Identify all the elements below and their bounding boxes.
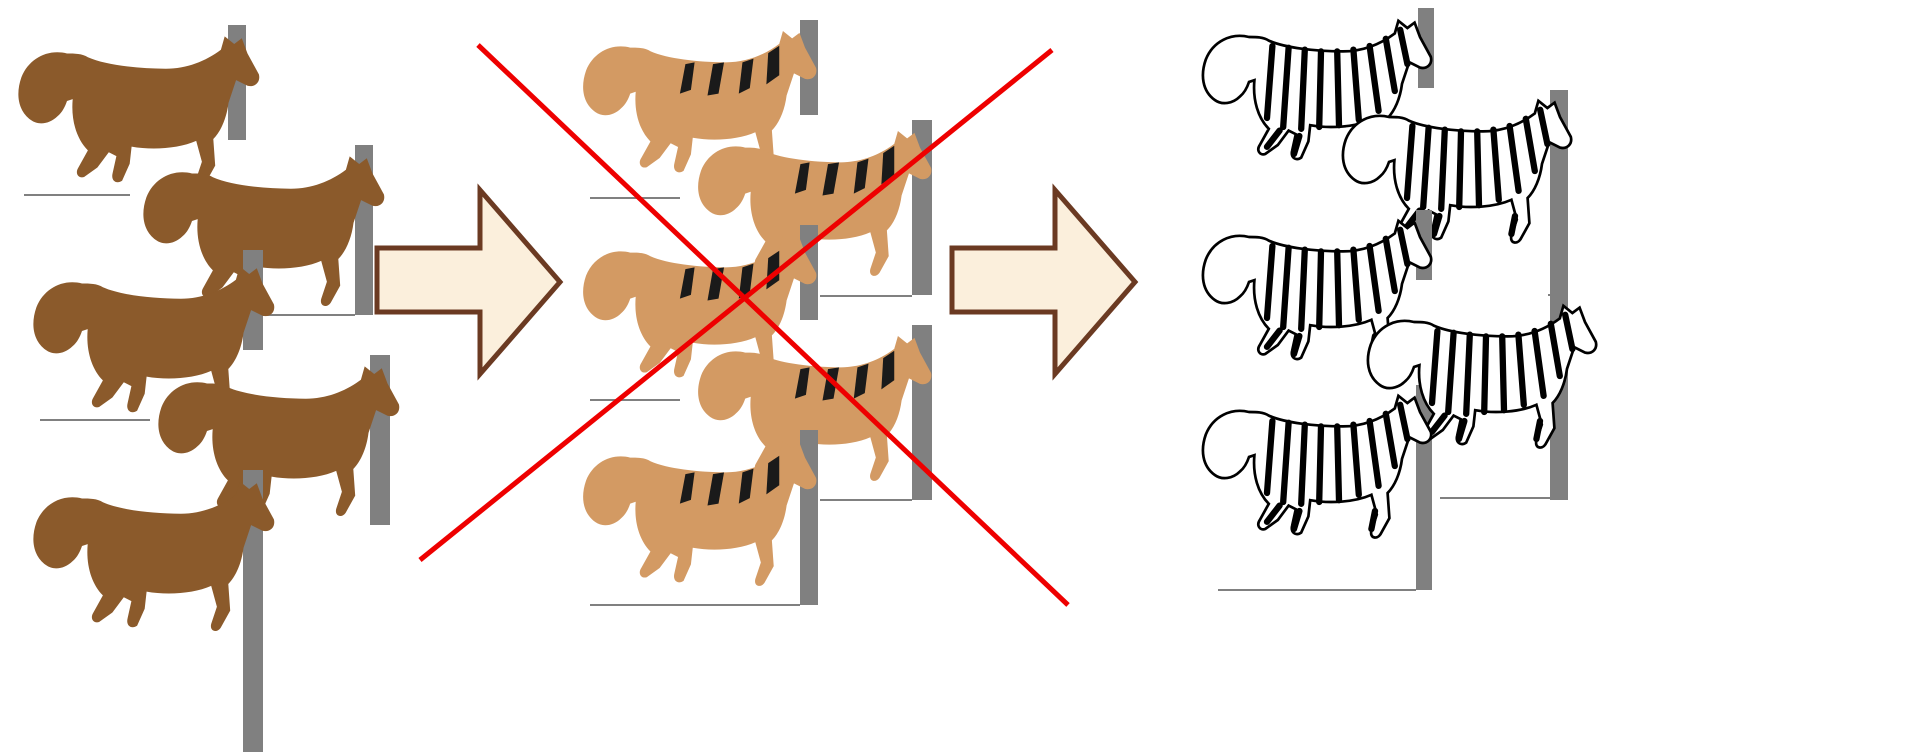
zebras-panel — [1203, 8, 1596, 590]
horse-figure — [18, 36, 259, 186]
striped-horse-figure — [583, 31, 816, 176]
zebra-figure — [1343, 101, 1571, 243]
horse-figure — [33, 481, 274, 631]
right-arrow-icon — [377, 190, 560, 374]
horses-panel — [18, 25, 399, 752]
striped-horse-figure — [583, 441, 816, 586]
horse-figure — [143, 156, 384, 306]
right-arrow-icon — [952, 190, 1135, 374]
horse-figure — [158, 366, 399, 516]
zebra-figure — [1203, 396, 1431, 538]
